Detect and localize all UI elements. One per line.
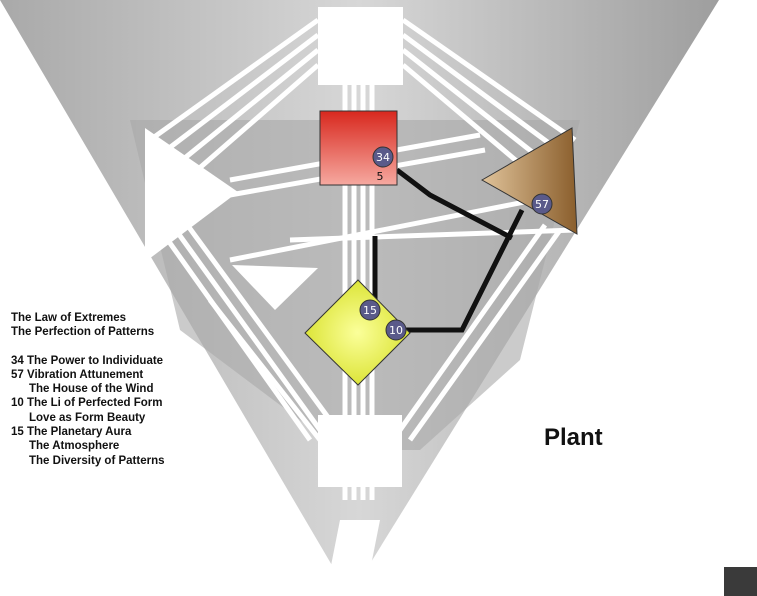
g-center	[304, 279, 411, 386]
gate-57-label: 57	[535, 198, 549, 211]
plant-title: Plant	[544, 424, 603, 451]
gate-10-badge: 10	[385, 319, 407, 341]
gate-34-title: 34 The Power to Individuate	[11, 354, 164, 367]
head-center	[318, 7, 403, 85]
gate-57-title: 57 Vibration Attunement	[11, 368, 144, 381]
gate-15-title: 15 The Planetary Aura	[11, 426, 132, 439]
gate-15-subtitle: The Atmosphere	[29, 440, 120, 453]
gate-5-label: 5	[377, 170, 384, 183]
throat-triangle	[145, 128, 238, 262]
root-base	[325, 520, 380, 596]
gate-34-label: 34	[376, 151, 390, 164]
gate-10-title: 10 The Li of Perfected Form	[11, 397, 163, 410]
corner-box	[724, 567, 757, 596]
gate-57-badge: 57	[531, 193, 553, 215]
gate-15-label: 15	[363, 304, 377, 317]
gate-legend: The Law of Extremes The Perfection of Pa…	[11, 311, 211, 468]
theme-line: The Law of Extremes	[11, 312, 127, 324]
gate-10-label: 10	[389, 324, 403, 337]
gate-15-subtitle-2: The Diversity of Patterns	[29, 454, 165, 467]
spleen-center	[480, 127, 578, 235]
defined-channels	[372, 168, 525, 333]
root-center	[318, 415, 402, 487]
gate-10-subtitle: Love as Form Beauty	[29, 411, 146, 424]
gate-15-badge: 15	[359, 299, 381, 321]
solar-plexus-triangle	[232, 265, 318, 310]
gate-34-badge: 34	[372, 146, 394, 168]
theme-line: The Perfection of Patterns	[11, 326, 155, 339]
gate-57-subtitle: The House of the Wind	[29, 383, 154, 396]
